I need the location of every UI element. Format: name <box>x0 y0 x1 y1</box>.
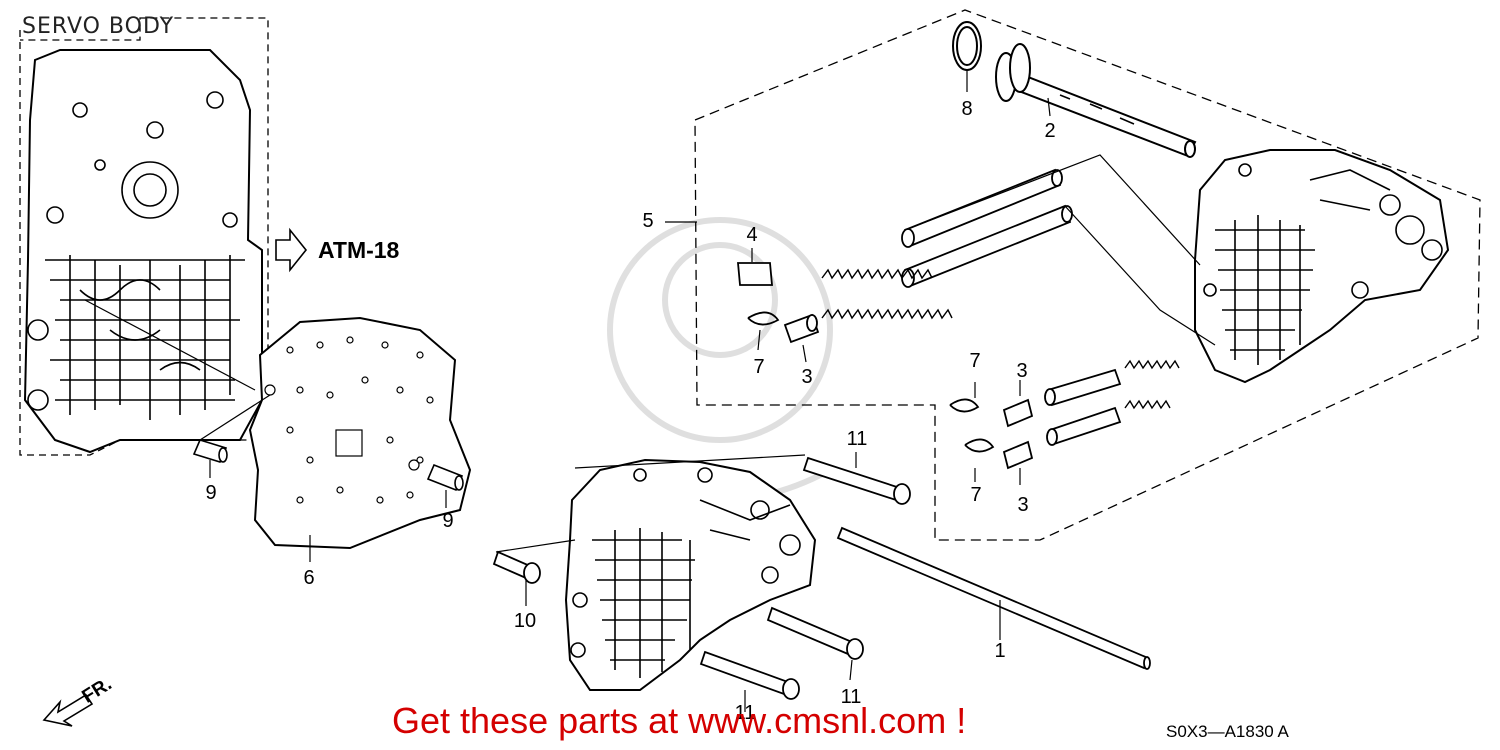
dowel-pins <box>192 439 464 492</box>
callout-5: 5 <box>642 210 654 232</box>
valve-sleeves-and-clips <box>737 262 1034 470</box>
leader-lines-lower <box>495 452 1001 712</box>
callout-9: 9 <box>205 482 217 504</box>
callout-7: 7 <box>969 350 981 372</box>
separator-plate <box>248 316 472 550</box>
watermark-logo <box>607 217 833 503</box>
callout-1: 1 <box>994 640 1006 662</box>
callout-10: 10 <box>513 610 537 632</box>
callout-11: 11 <box>734 702 756 724</box>
leader-lines-left <box>84 299 447 562</box>
diagram-code: S0X3—A1830 A <box>1166 722 1289 741</box>
leader-lines-right <box>665 70 1216 485</box>
callout-7: 7 <box>970 484 982 506</box>
promo-link-text[interactable]: Get these parts at www.cmsnl.com ! <box>392 700 967 741</box>
callout-6: 6 <box>303 567 315 589</box>
atm-reference-label: ATM-18 <box>318 237 400 263</box>
callout-9: 9 <box>442 510 454 532</box>
spool-valves <box>901 168 1122 446</box>
callout-8: 8 <box>961 98 973 120</box>
callout-2: 2 <box>1044 120 1056 142</box>
o-ring-seal <box>952 21 982 71</box>
servo-valve-body-upper <box>1194 149 1450 384</box>
bolts-and-rod <box>492 456 1151 700</box>
callout-3: 3 <box>1017 494 1029 516</box>
servo-shaft <box>995 43 1197 158</box>
callout-4: 4 <box>746 224 758 246</box>
callout-3: 3 <box>1016 360 1028 382</box>
atm-reference-arrow <box>275 227 308 273</box>
callout-11: 11 <box>840 686 862 708</box>
right-dashed-frame <box>694 9 1481 541</box>
callout-3: 3 <box>801 366 813 388</box>
lower-valve-body <box>564 458 817 691</box>
front-direction-arrow <box>42 693 94 727</box>
callout-11: 11 <box>846 428 868 450</box>
springs <box>821 268 1180 410</box>
page-title: SERVO BODY <box>22 14 175 39</box>
main-valve-body <box>23 49 263 454</box>
callout-7: 7 <box>753 356 765 378</box>
